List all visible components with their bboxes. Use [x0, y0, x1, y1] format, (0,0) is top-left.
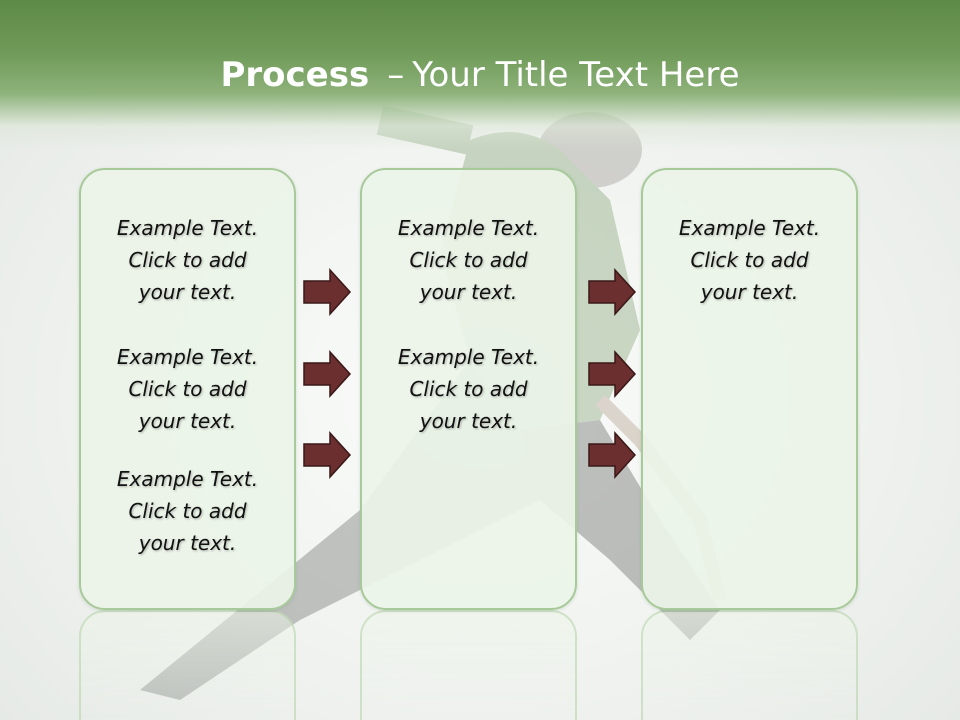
- text-placeholder[interactable]: Example Text. Click to add your text.: [81, 341, 294, 437]
- title-bold-text: Process: [220, 55, 370, 95]
- text-line: Click to add: [128, 377, 247, 401]
- text-placeholder[interactable]: Example Text. Click to add your text.: [81, 212, 294, 308]
- text-line: Example Text.: [397, 216, 540, 240]
- text-line: your text.: [138, 280, 237, 304]
- text-line: Example Text.: [397, 345, 540, 369]
- process-panel-3[interactable]: Example Text. Click to add your text.: [641, 168, 858, 610]
- right-arrow-icon[interactable]: [587, 350, 637, 398]
- panel-reflection: [360, 610, 577, 720]
- text-line: Example Text.: [116, 345, 259, 369]
- text-line: Example Text.: [678, 216, 821, 240]
- text-placeholder[interactable]: Example Text. Click to add your text.: [362, 212, 575, 308]
- text-line: Click to add: [128, 248, 247, 272]
- process-panel-2[interactable]: Example Text. Click to add your text. Ex…: [360, 168, 577, 610]
- slide-title[interactable]: Process–Your Title Text Here: [0, 52, 960, 98]
- text-line: Example Text.: [116, 467, 259, 491]
- title-separator: –: [387, 55, 405, 95]
- right-arrow-icon[interactable]: [302, 268, 352, 316]
- header-band: [0, 0, 960, 150]
- text-line: Example Text.: [116, 216, 259, 240]
- text-placeholder[interactable]: Example Text. Click to add your text.: [643, 212, 856, 308]
- right-arrow-icon[interactable]: [587, 268, 637, 316]
- right-arrow-icon[interactable]: [302, 431, 352, 479]
- title-rest-text: Your Title Text Here: [412, 55, 740, 95]
- text-line: your text.: [419, 280, 518, 304]
- text-placeholder[interactable]: Example Text. Click to add your text.: [81, 463, 294, 559]
- text-line: Click to add: [409, 248, 528, 272]
- panel-reflection: [641, 610, 858, 720]
- text-line: your text.: [419, 409, 518, 433]
- text-placeholder[interactable]: Example Text. Click to add your text.: [362, 341, 575, 437]
- panel-reflection: [79, 610, 296, 720]
- process-panel-1[interactable]: Example Text. Click to add your text. Ex…: [79, 168, 296, 610]
- text-line: Click to add: [128, 499, 247, 523]
- text-line: your text.: [138, 409, 237, 433]
- right-arrow-icon[interactable]: [587, 431, 637, 479]
- text-line: Click to add: [690, 248, 809, 272]
- text-line: your text.: [700, 280, 799, 304]
- right-arrow-icon[interactable]: [302, 350, 352, 398]
- text-line: your text.: [138, 531, 237, 555]
- text-line: Click to add: [409, 377, 528, 401]
